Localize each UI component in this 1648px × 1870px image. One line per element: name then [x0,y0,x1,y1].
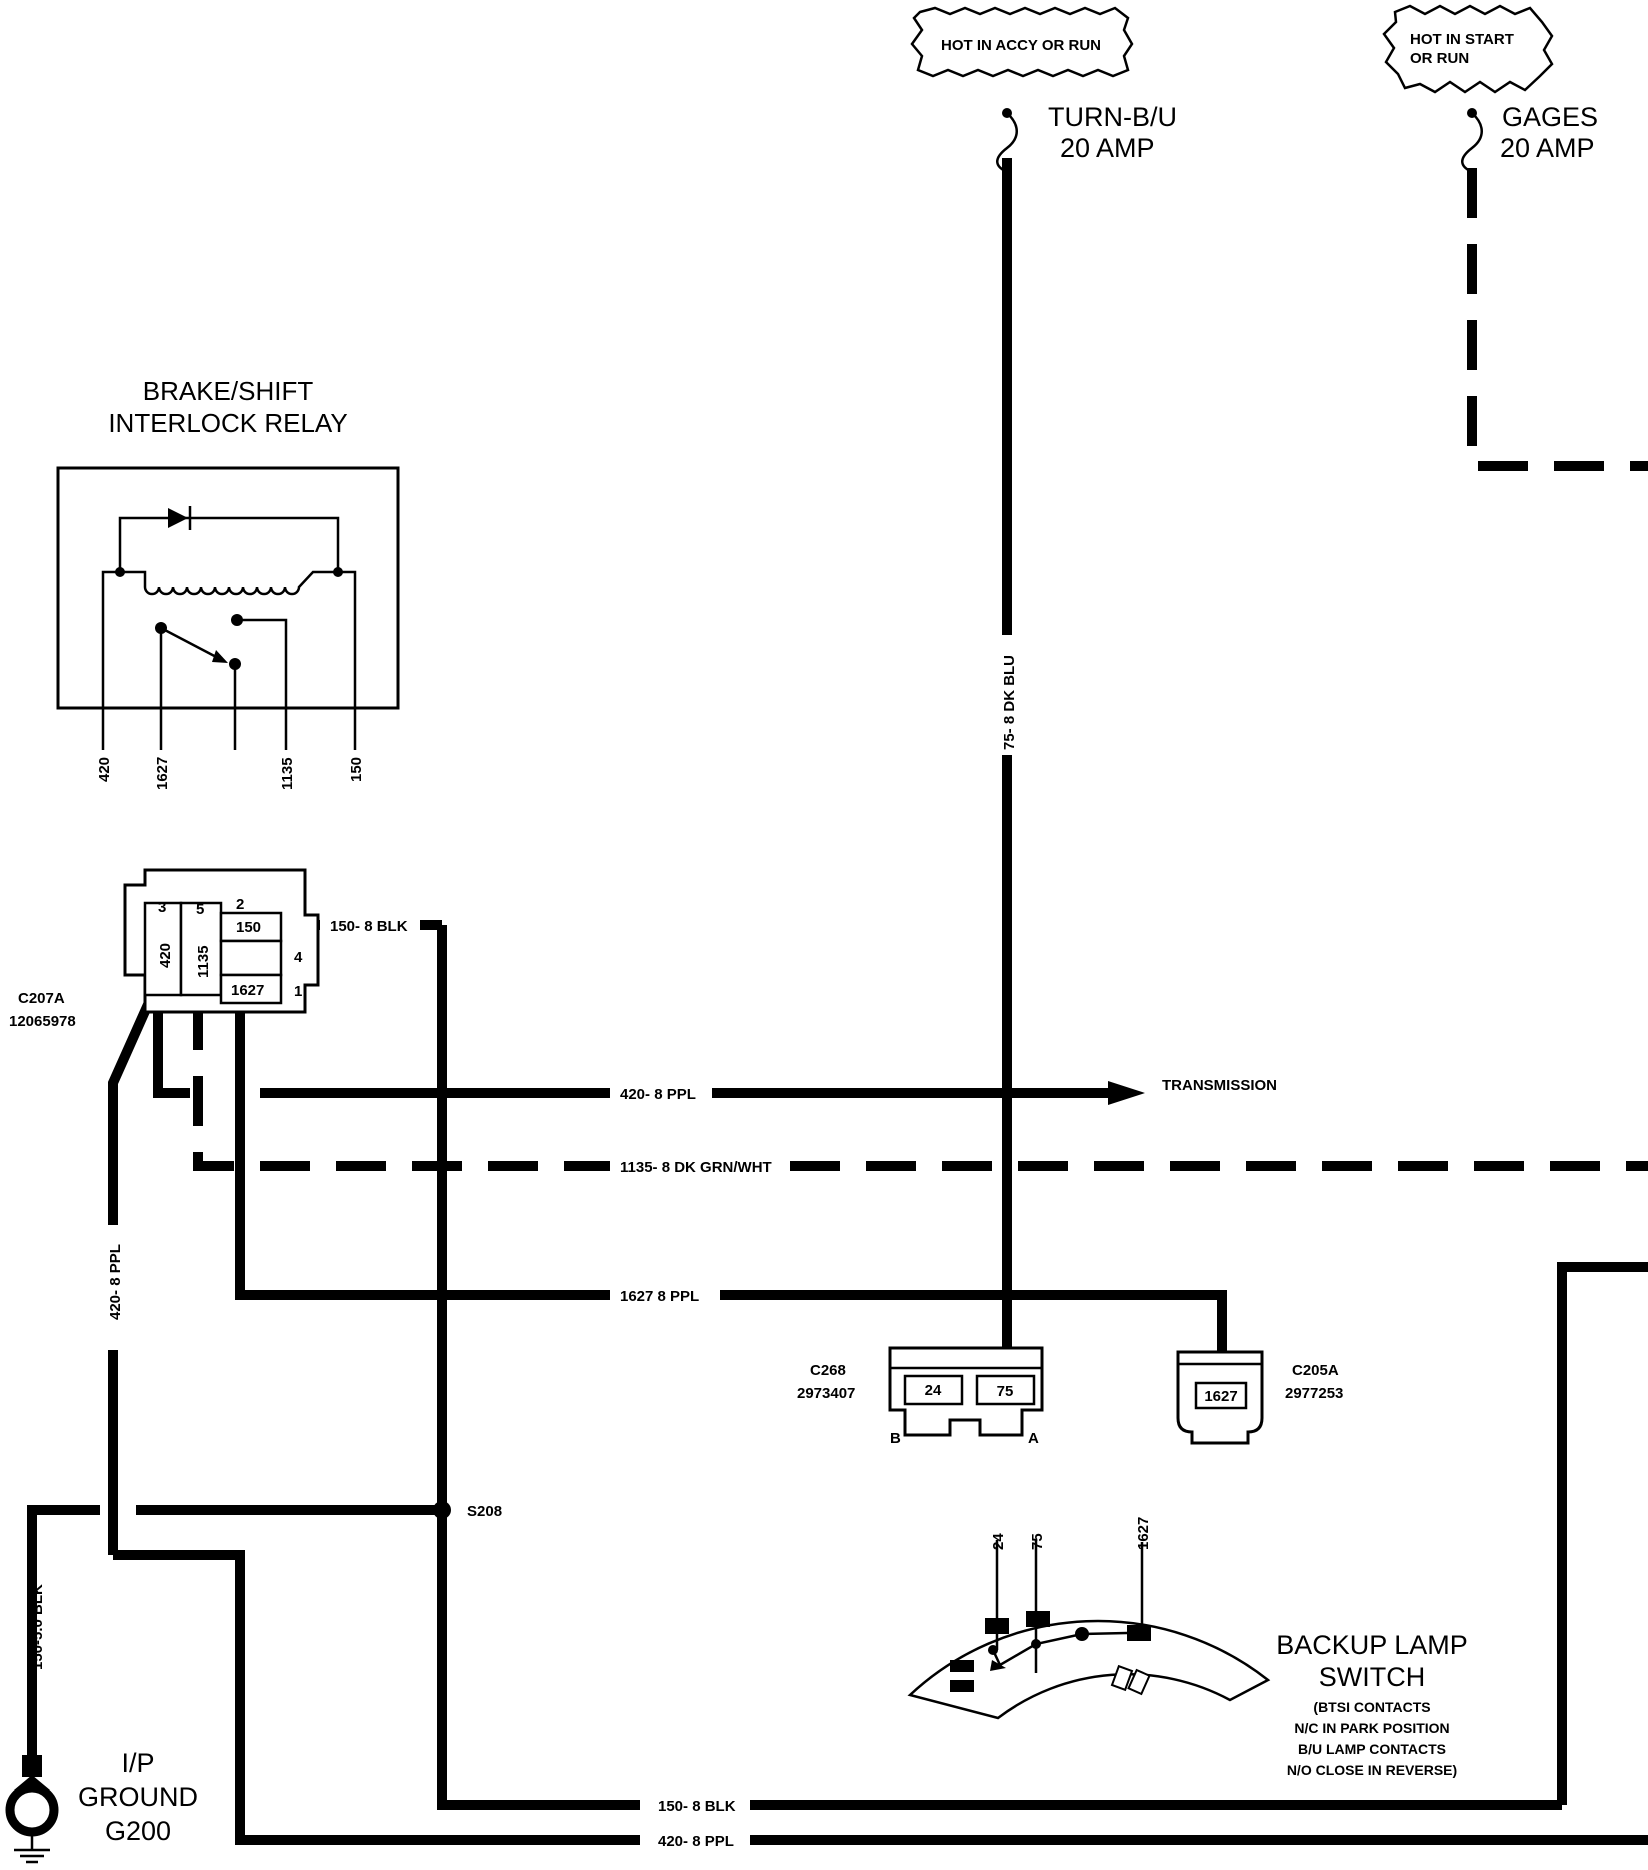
ground-g200: I/P GROUND G200 [5,1748,198,1864]
wire-label-1627: 1627 8 PPL [620,1288,699,1305]
c207a-circuit-1627: 1627 [231,982,264,999]
c207a-circuit-420: 420 [157,943,174,968]
wire-label-150-top: 150- 8 BLK [330,918,408,935]
c207a-name: C207A [18,990,65,1007]
backup-lamp-switch: 24 75 1627 BACKUP LAMP SWITCH (BTSI CONT… [907,1517,1468,1778]
ground-label-line1: I/P [121,1748,154,1778]
switch-title-line2: SWITCH [1319,1662,1425,1692]
wire-1627-ppl: 1627 8 PPL [235,1000,1227,1385]
wire-right-loop [1557,1262,1648,1805]
switch-title-line1: BACKUP LAMP [1276,1630,1468,1660]
switch-note-line2: N/C IN PARK POSITION [1294,1720,1449,1736]
fuse-rating: 20 AMP [1060,133,1155,163]
wire-label-150-bottom: 150- 8 BLK [658,1798,736,1815]
wire-label-75: 75- 8 DK BLU [1001,655,1018,750]
fuse-gages: GAGES 20 AMP [1461,102,1598,174]
relay-pin-420: 420 [96,757,113,782]
hot-in-start-run-flag: HOT IN START OR RUN [1382,4,1554,94]
fuse-turn-bu: TURN-B/U 20 AMP [996,102,1177,174]
wire-label-420-vertical: 420- 8 PPL [107,1244,124,1320]
c207a-cavity-3: 3 [158,899,166,916]
splice-label: S208 [467,1503,502,1520]
fuse-name: TURN-B/U [1048,102,1177,132]
brake-shift-interlock-relay: BRAKE/SHIFT INTERLOCK RELAY 420 1627 113… [56,376,400,790]
wire-1135-dk-grn-wht: 1135- 8 DK GRN/WHT [193,1000,1648,1176]
c207a-circuit-150: 150 [236,919,261,936]
c207a-cavity-1: 1 [294,983,302,1000]
c207a-part-number: 12065978 [9,1013,76,1030]
switch-pin-1627: 1627 [1135,1517,1152,1550]
hot-flag-text: HOT IN ACCY OR RUN [941,37,1101,54]
switch-pin-75: 75 [1029,1533,1046,1550]
hot-in-accy-run-flag: HOT IN ACCY OR RUN [910,6,1134,78]
wire-gages-dashed [1467,168,1648,471]
c268-cavity-24: 24 [925,1382,942,1399]
c207a-cavity-4: 4 [294,949,303,966]
c207a-cavity-5: 5 [196,901,204,918]
relay-pin-1135: 1135 [279,757,296,790]
connector-c268: 24 75 B A C268 2973407 [797,1346,1044,1447]
c205a-cavity-1627: 1627 [1204,1388,1237,1405]
connector-c205a: 1627 C205A 2977253 [1176,1350,1343,1445]
c205a-part-number: 2977253 [1285,1385,1343,1402]
c268-cavity-75: 75 [997,1383,1014,1400]
hot-flag-text-line2: OR RUN [1410,50,1469,67]
fuse-rating: 20 AMP [1500,133,1595,163]
c207a-cavity-2: 2 [236,896,244,913]
hot-flag-text-line1: HOT IN START [1410,31,1514,48]
transmission-label: TRANSMISSION [1162,1077,1277,1094]
wire-label-420: 420- 8 PPL [620,1086,696,1103]
c268-side-b: B [890,1430,901,1447]
wire-label-420-bottom: 420- 8 PPL [658,1833,734,1850]
c268-part-number: 2973407 [797,1385,855,1402]
c207a-circuit-1135: 1135 [195,945,212,978]
wire-150-ground: 150-5.0 BLK [27,1505,442,1755]
wire-420-ppl-main: 420- 8 PPL 420- 8 PPL [107,997,1648,1850]
switch-note-line4: N/O CLOSE IN REVERSE) [1287,1762,1457,1778]
switch-note-line3: B/U LAMP CONTACTS [1298,1741,1446,1757]
wire-label-1135: 1135- 8 DK GRN/WHT [620,1159,772,1176]
connector-c207a: 3 5 2 4 1 420 1135 150 1627 C207A 120659… [9,868,320,1030]
relay-title-line1: BRAKE/SHIFT [143,376,314,406]
c205a-name: C205A [1292,1362,1339,1379]
splice-s208: S208 [433,1501,502,1520]
fuse-name: GAGES [1502,102,1598,132]
switch-pin-24: 24 [990,1533,1007,1550]
ground-label-line3: G200 [105,1816,171,1846]
relay-title-line2: INTERLOCK RELAY [108,408,347,438]
relay-pin-150: 150 [348,757,365,782]
relay-pin-1627: 1627 [154,757,171,790]
ground-label-line2: GROUND [78,1782,198,1812]
wire-420-ppl-transmission: 420- 8 PPL TRANSMISSION [153,1000,1277,1105]
c268-side-a: A [1028,1430,1039,1447]
wire-75-dk-blu: 75- 8 DK BLU [1001,158,1018,1368]
c268-name: C268 [810,1362,846,1379]
wire-label-150-ground: 150-5.0 BLK [29,1584,46,1670]
switch-note-line1: (BTSI CONTACTS [1313,1699,1430,1715]
